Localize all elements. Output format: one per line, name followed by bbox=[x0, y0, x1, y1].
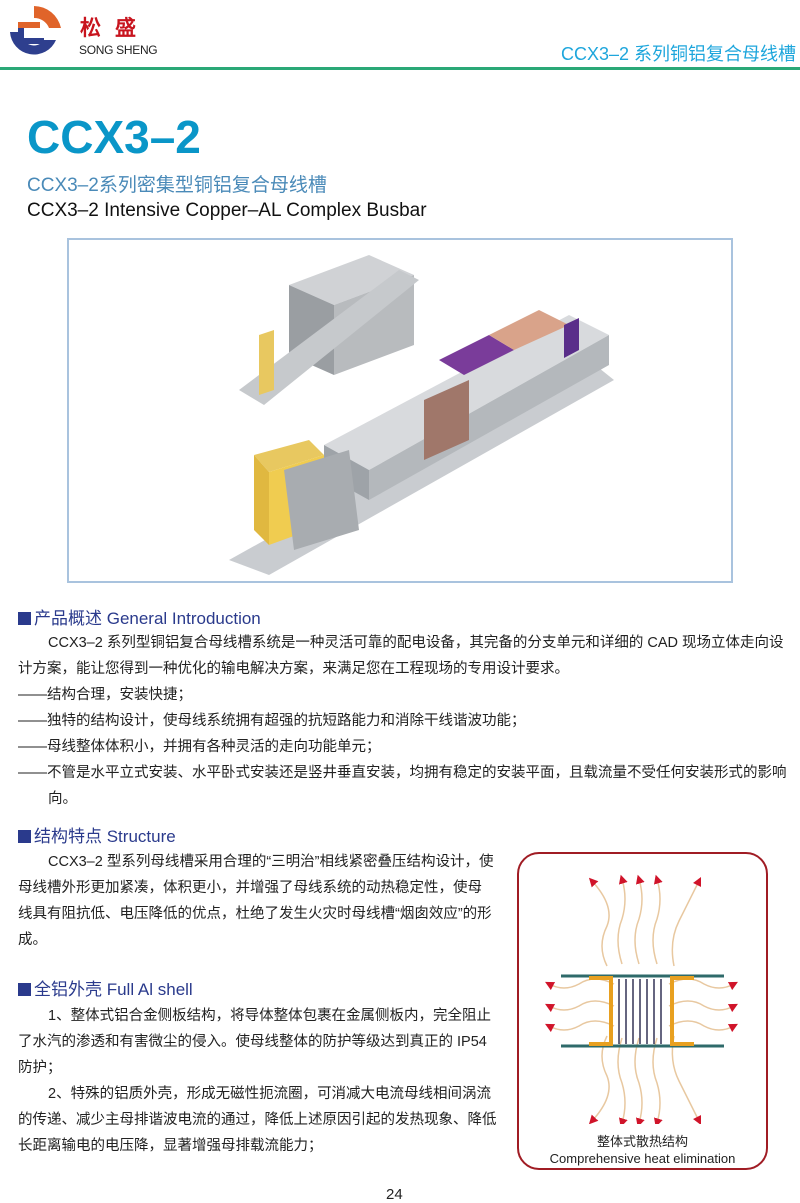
page-subtitle: CCX3–2系列密集型铜铝复合母线槽 bbox=[27, 175, 327, 196]
heat-dissipation-illustration bbox=[545, 874, 738, 1124]
busbar-product-image bbox=[67, 238, 733, 583]
header-title: CCX3–2 系列铜铝复合母线槽 bbox=[560, 44, 796, 64]
square-bullet-icon bbox=[18, 830, 31, 843]
shell-paragraph-2: 2、特殊的铝质外壳，形成无磁性扼流圈，可消减大电流母线相间涡流的传递、减少主母排… bbox=[18, 1086, 497, 1154]
page-title: CCX3–2 bbox=[27, 111, 201, 163]
intro-bullet: ——不管是水平立式安装、水平卧式安装还是竖井垂直安装，均拥有稳定的安装平面，且载… bbox=[18, 765, 787, 807]
section-heading-intro: 产品概述 General Introduction bbox=[18, 604, 261, 629]
intro-bullet: ——独特的结构设计，使母线系统拥有超强的抗短路能力和消除干线谐波功能； bbox=[18, 713, 526, 729]
song-sheng-logo bbox=[10, 6, 61, 55]
square-bullet-icon bbox=[18, 983, 31, 996]
page-subtitle-en: CCX3–2 Intensive Copper–AL Complex Busba… bbox=[27, 200, 427, 221]
intro-bullet: ——结构合理，安装快捷； bbox=[18, 687, 192, 703]
brand-name-en: SONG SHENG bbox=[79, 43, 158, 57]
page-number: 24 bbox=[386, 1186, 403, 1203]
diagram-caption-cn: 整体式散热结构 bbox=[596, 1134, 688, 1149]
shell-paragraph-1: 1、整体式铝合金侧板结构，将导体整体包裹在金属侧板内，完全阻止了水汽的渗透和有害… bbox=[18, 1008, 492, 1076]
brand-name-cn: 松盛 bbox=[80, 17, 150, 40]
intro-paragraph: CCX3–2 系列型铜铝复合母线槽系统是一种灵活可靠的配电设备，其完备的分支单元… bbox=[18, 635, 784, 677]
heat-elimination-diagram: 整体式散热结构 Comprehensive heat elimination bbox=[517, 852, 768, 1170]
section-heading-text: 全铝外壳 Full Al shell bbox=[34, 980, 193, 999]
section-heading-text: 结构特点 Structure bbox=[34, 827, 176, 846]
intro-bullet: ——母线整体体积小，并拥有各种灵活的走向功能单元； bbox=[18, 739, 381, 755]
structure-paragraph: CCX3–2 型系列母线槽采用合理的“三明治”相线紧密叠压结构设计，使母线槽外形… bbox=[18, 854, 494, 948]
header-divider bbox=[0, 67, 800, 70]
section-heading-structure: 结构特点 Structure bbox=[18, 822, 176, 847]
square-bullet-icon bbox=[18, 612, 31, 625]
section-heading-shell: 全铝外壳 Full Al shell bbox=[18, 975, 193, 1000]
diagram-caption-en: Comprehensive heat elimination bbox=[549, 1151, 736, 1166]
section-heading-text: 产品概述 General Introduction bbox=[34, 609, 261, 628]
